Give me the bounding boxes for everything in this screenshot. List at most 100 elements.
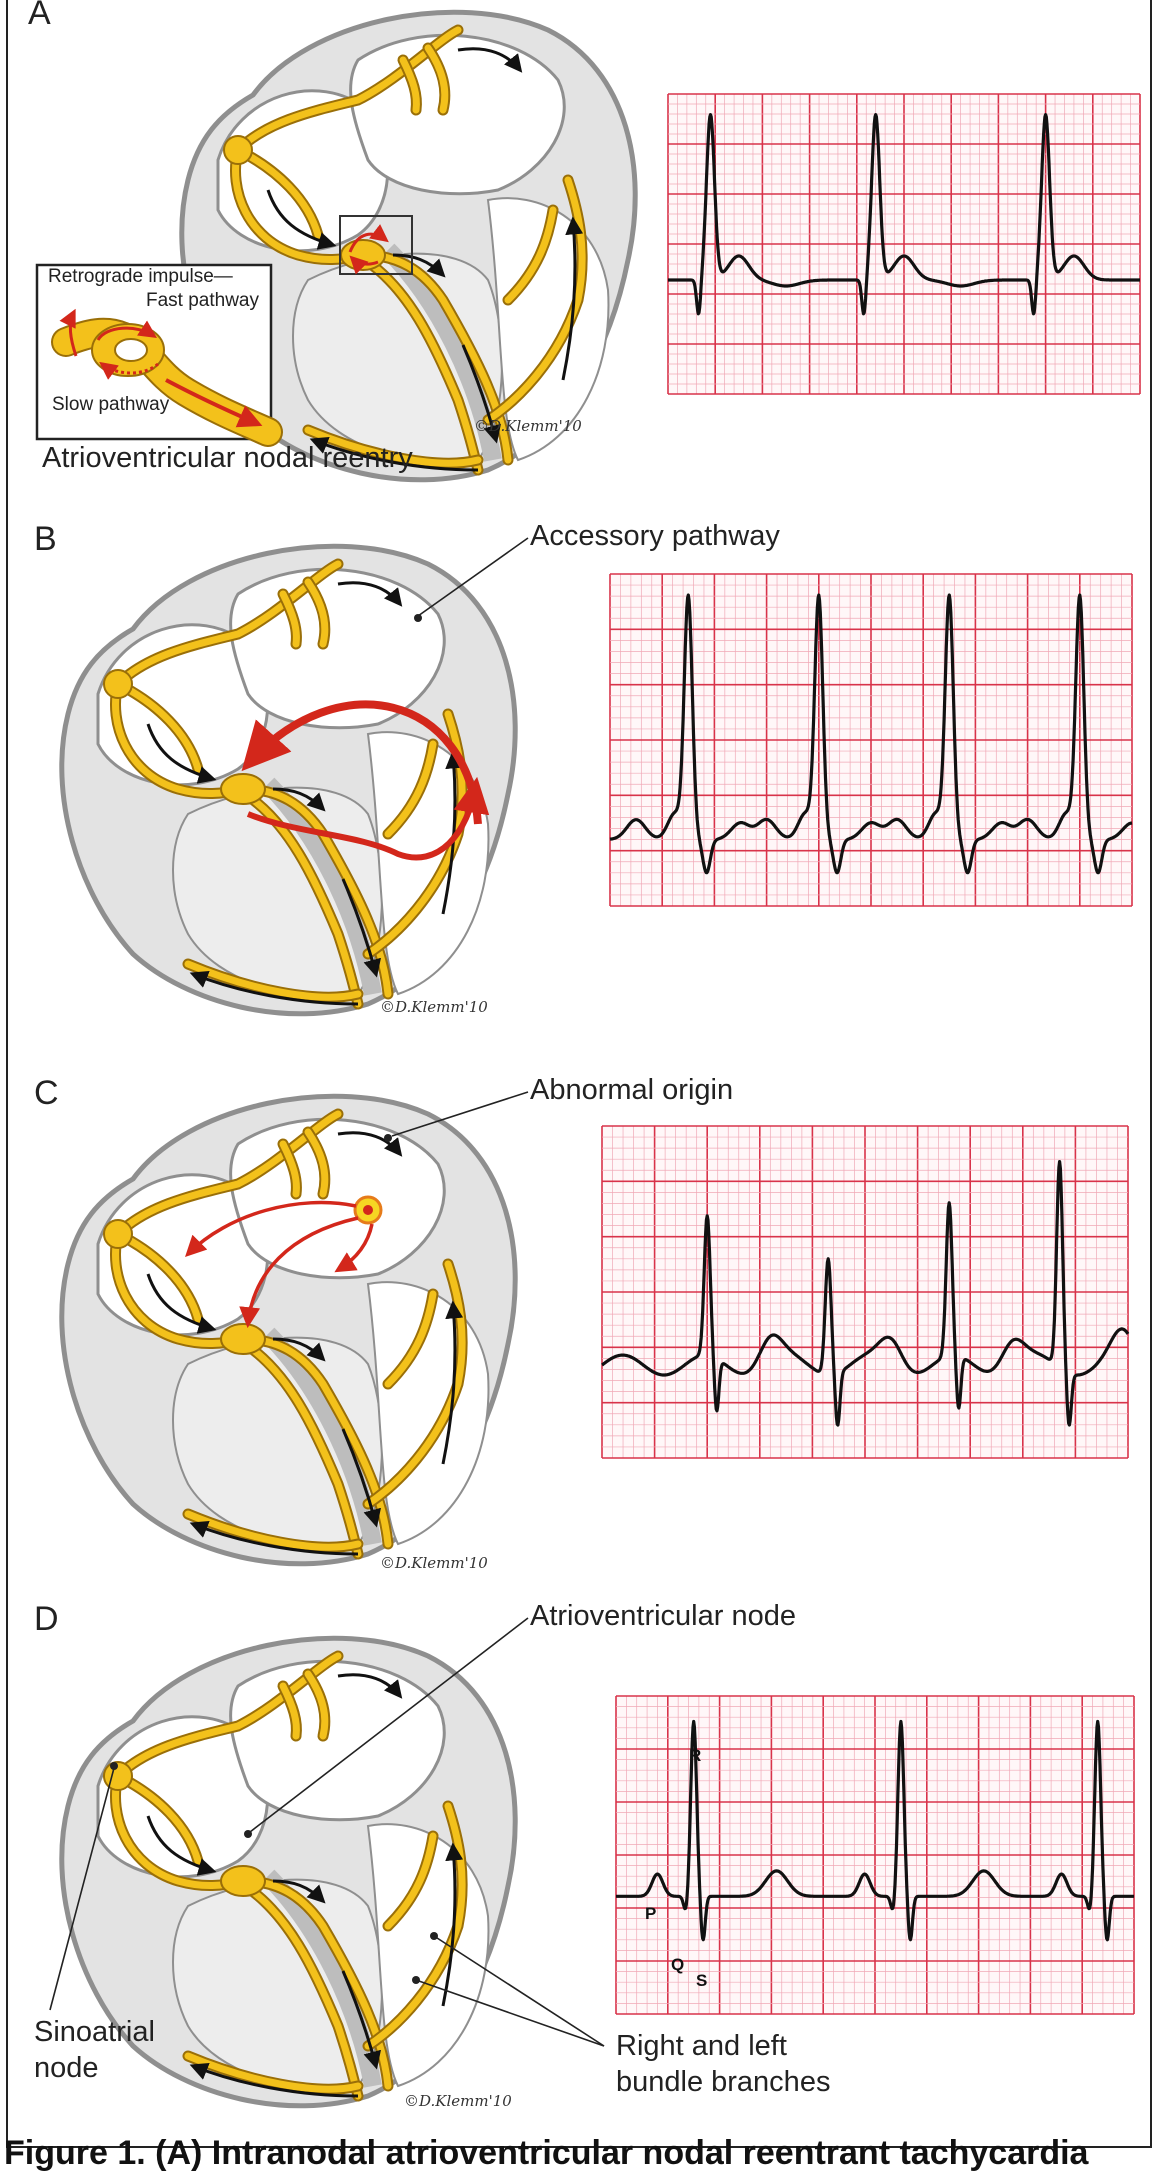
conduction-system xyxy=(103,1108,468,1560)
sa-node xyxy=(103,669,133,699)
ecg-strip-c xyxy=(601,1125,1130,1459)
left-atrium xyxy=(229,1659,446,1822)
conduction-fiber xyxy=(184,1510,362,1551)
conduction-fiber xyxy=(244,1884,362,2100)
conduction-fiber xyxy=(504,206,557,304)
conduction-fiber xyxy=(184,960,362,1001)
conduction-fiber xyxy=(239,785,392,998)
ecg-trace xyxy=(667,113,1141,316)
callout-accessory-pathway: Accessory pathway xyxy=(530,520,780,552)
conduction-fiber xyxy=(112,1230,247,1348)
panel-letter: B xyxy=(34,520,57,558)
wave-label-r: R xyxy=(689,1746,702,1765)
impulse-arrows xyxy=(146,1131,464,1556)
panel-letter: A xyxy=(28,0,51,32)
panel-a: A ©D.Klemm'10 Retrograde impulse— Fast p… xyxy=(8,0,1148,483)
impulse-arrow xyxy=(441,1300,464,1465)
impulse-arrows xyxy=(266,47,584,472)
av-node xyxy=(220,1323,266,1355)
left-atrium xyxy=(349,33,566,196)
impulse-arrow xyxy=(189,1520,359,1556)
impulse-arrow xyxy=(146,1273,217,1334)
reentry-inset xyxy=(35,263,283,447)
inset-label-retrograde: Retrograde impulse— xyxy=(48,266,233,287)
conduction-fiber xyxy=(384,1290,437,1388)
conduction-fiber xyxy=(304,426,482,467)
panel-letter: C xyxy=(34,1074,59,1112)
impulse-arrows xyxy=(146,581,464,1006)
inset-arrow xyxy=(59,308,78,357)
impulse-arrow xyxy=(146,1815,217,1876)
ecg-strip-d xyxy=(615,1695,1135,2015)
artist-credit: ©D.Klemm'10 xyxy=(404,2092,512,2110)
callout-av-node: Atrioventricular node xyxy=(530,1600,796,1632)
ectopic-arrow xyxy=(334,1223,374,1273)
conduction-fiber xyxy=(114,1110,342,1238)
sa-node xyxy=(103,1219,133,1249)
impulse-arrow xyxy=(189,970,359,1006)
figure-frame xyxy=(6,0,1152,2148)
impulse-arrow xyxy=(457,47,523,73)
sa-node xyxy=(223,135,253,165)
impulse-arrow xyxy=(146,723,217,784)
callout-abnormal-origin: Abnormal origin xyxy=(530,1074,734,1106)
conduction-fiber xyxy=(364,258,482,474)
inset-arrow xyxy=(96,320,157,341)
inset-node-hole xyxy=(114,338,148,362)
impulse-arrow xyxy=(189,2062,359,2098)
wave-label-s: S xyxy=(696,1971,708,1990)
conduction-fiber xyxy=(112,1772,247,1890)
impulse-arrow xyxy=(309,436,479,472)
panel-b: B Accessory pathway ©D.Klemm'10 xyxy=(8,520,1148,1050)
av-node xyxy=(340,239,386,271)
wave-label-q: Q xyxy=(671,1955,685,1974)
heart-diagram xyxy=(179,9,638,483)
conduction-fiber xyxy=(234,26,462,154)
panel-title: Atrioventricular nodal reentry xyxy=(42,442,413,474)
conduction-fiber xyxy=(364,1802,466,2050)
impulse-arrow xyxy=(341,1428,381,1528)
accessory-pathway-arrow xyxy=(246,776,490,861)
av-node xyxy=(220,773,266,805)
conduction-fiber xyxy=(304,578,329,648)
figure-caption: Figure 1. (A) Intranodal atrioventricula… xyxy=(4,2134,1089,2172)
ecg-trace xyxy=(601,1160,1130,1427)
inset-label-fast: Fast pathway xyxy=(146,290,259,311)
ecg-strip-b xyxy=(609,573,1133,907)
artist-credit: ©D.Klemm'10 xyxy=(380,1554,488,1572)
conduction-fiber xyxy=(244,1342,362,1558)
reentry-arrow xyxy=(349,255,379,275)
conduction-fiber xyxy=(239,1335,392,1548)
reentry-arrow xyxy=(348,224,389,253)
label-bundle-line1: Right and left xyxy=(616,2030,787,2062)
impulse-arrow xyxy=(461,344,501,444)
left-atrium xyxy=(229,1117,446,1280)
wave-label-p: P xyxy=(645,1904,657,1923)
conduction-fiber xyxy=(184,2052,362,2093)
heart-diagram xyxy=(59,1093,518,1567)
conduction-fiber xyxy=(484,176,586,424)
ectopic-focus-core xyxy=(363,1205,373,1215)
impulse-arrow xyxy=(266,189,337,250)
panel-c: C Abnormal origin ©D.Klemm'10 xyxy=(8,1074,1148,1594)
sa-node xyxy=(103,1761,133,1791)
av-node xyxy=(220,1865,266,1897)
impulse-arrow xyxy=(337,581,403,607)
conduction-fiber xyxy=(424,44,449,114)
conduction-fiber xyxy=(384,740,437,838)
impulse-arrow xyxy=(272,1879,326,1904)
conduction-fiber xyxy=(399,56,420,114)
artist-credit: ©D.Klemm'10 xyxy=(380,998,488,1016)
ecg-grid xyxy=(615,1695,1135,2015)
ecg-trace xyxy=(615,1719,1135,1942)
conduction-fiber xyxy=(279,1140,300,1198)
panel-letter: D xyxy=(34,1600,59,1638)
impulse-arrow xyxy=(272,787,326,812)
zoom-box xyxy=(339,215,413,275)
ectopic-arrow xyxy=(185,1200,357,1257)
impulse-arrow xyxy=(561,216,584,381)
label-sinoatrial-line1: Sinoatrial xyxy=(34,2016,155,2048)
impulse-arrow xyxy=(392,253,446,278)
conduction-fiber xyxy=(114,560,342,688)
inset-arrow xyxy=(99,361,159,380)
